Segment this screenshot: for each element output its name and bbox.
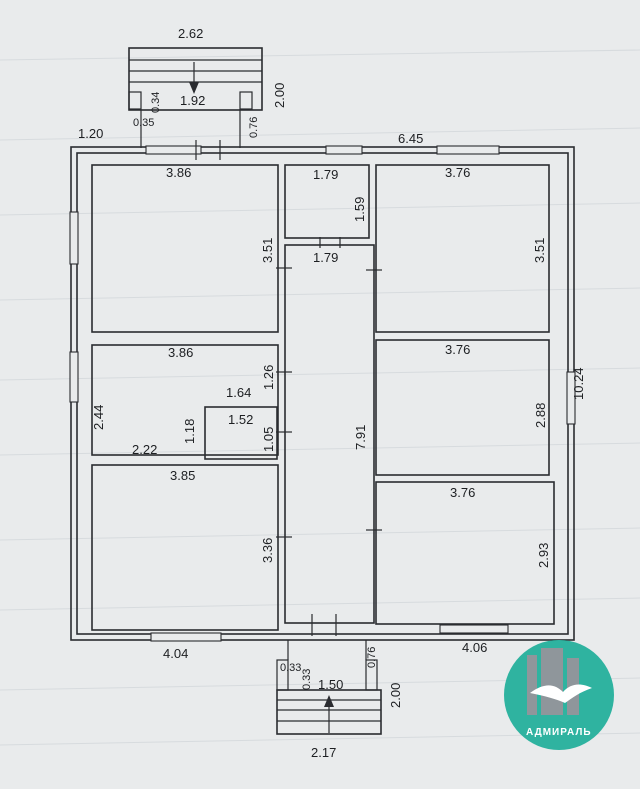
closet-top: 1.64	[226, 385, 251, 400]
window-bottom-right	[439, 624, 509, 634]
porch-bottom-step-a: 0.33	[280, 662, 301, 674]
window-left-2	[69, 351, 79, 403]
top-left-width: 3.86	[166, 165, 191, 180]
seagull-icon	[530, 684, 592, 703]
rooms	[91, 164, 555, 631]
arrow-head-down-icon	[189, 82, 199, 94]
logo-brand: АДМИРАЛЬ	[526, 727, 592, 738]
mid-left-height: 2.44	[91, 405, 106, 430]
room-bottom-left	[91, 464, 279, 631]
bottom-right-outer-width: 4.06	[462, 640, 487, 655]
window-top-right	[436, 145, 500, 155]
admiral-logo: АДМИРАЛЬ	[504, 640, 614, 750]
mid-right-height: 2.88	[533, 403, 548, 428]
closet-side: 1.18	[182, 419, 197, 444]
room-mid-right	[375, 339, 550, 476]
porch-top-side: 0.76	[248, 117, 260, 138]
bottom-right-height: 2.93	[536, 543, 551, 568]
overall-width: 6.45	[398, 131, 423, 146]
top-right-height: 3.51	[532, 238, 547, 263]
window-top-left	[145, 145, 202, 155]
mid-right-width: 3.76	[445, 342, 470, 357]
bottom-left-width: 3.85	[170, 468, 195, 483]
porch-top	[128, 47, 263, 148]
mid-left-door-side: 1.26	[261, 365, 276, 390]
corridor	[284, 244, 375, 624]
room-top-left	[91, 164, 279, 333]
bath-width-bottom: 1.79	[313, 250, 338, 265]
left-offset: 1.20	[78, 126, 103, 141]
bottom-left-outer-width: 4.04	[163, 646, 188, 661]
bottom-left-height: 3.36	[260, 538, 275, 563]
porch-bottom	[276, 640, 382, 735]
bath-width: 1.79	[313, 167, 338, 182]
window-top-bath	[325, 145, 363, 155]
room-bath	[284, 164, 370, 239]
window-left-1	[69, 211, 79, 265]
mid-left-width: 3.86	[168, 345, 193, 360]
corridor-length: 7.91	[353, 425, 368, 450]
house-walls	[70, 146, 575, 641]
porch-top-inner-width: 1.92	[180, 93, 205, 108]
porch-bottom-depth: 2.00	[388, 683, 403, 708]
overall-height: 10.24	[571, 367, 586, 400]
porch-bottom-step-b: 0.33	[301, 669, 313, 690]
room-mid-left	[91, 344, 279, 456]
window-bottom-left	[150, 632, 222, 642]
bath-height: 1.59	[352, 197, 367, 222]
building-icon	[527, 655, 537, 715]
porch-bottom-side: 0.76	[366, 647, 378, 668]
porch-top-width: 2.62	[178, 26, 203, 41]
top-right-width: 3.76	[445, 165, 470, 180]
closet-height: 1.05	[261, 427, 276, 452]
room-bottom-right	[375, 481, 555, 625]
dimension-labels: 2.62 1.92 2.00 0.34 0.35 0.76 1.20 6.45 …	[78, 26, 586, 760]
porch-top-step-a: 0.34	[150, 92, 162, 113]
mid-left-bottom-width: 2.22	[132, 442, 157, 457]
porch-top-depth: 2.00	[272, 83, 287, 108]
window-right	[566, 371, 576, 425]
arrow-head-up-icon	[324, 695, 334, 707]
closet-width: 1.52	[228, 412, 253, 427]
bottom-right-width: 3.76	[450, 485, 475, 500]
porch-bottom-width: 2.17	[311, 745, 336, 760]
porch-bottom-inner-width: 1.50	[318, 677, 343, 692]
room-closet	[204, 406, 278, 460]
porch-top-step-b: 0.35	[133, 117, 154, 129]
windows	[69, 145, 576, 642]
top-left-height: 3.51	[260, 238, 275, 263]
doors	[195, 140, 382, 636]
room-top-right	[375, 164, 550, 333]
